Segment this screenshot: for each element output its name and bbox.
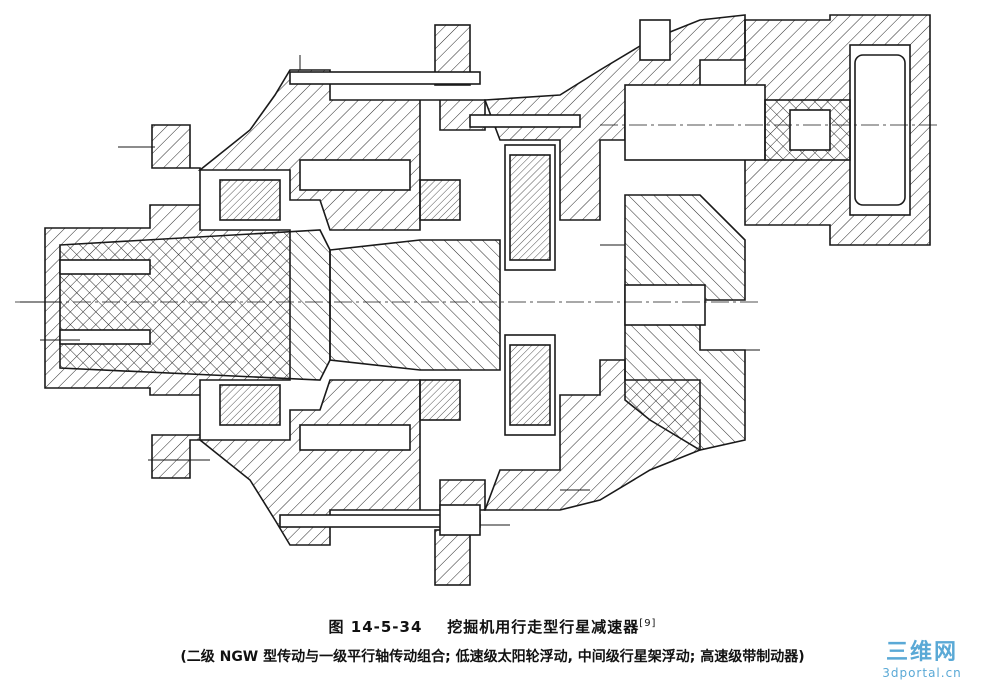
bottom-mount-tab <box>434 529 471 586</box>
bolt-right-top <box>639 19 671 61</box>
main-housing-upper <box>197 69 486 231</box>
planet-carrier <box>329 239 501 371</box>
input-shaft <box>624 84 766 161</box>
main-housing-lower <box>197 379 486 546</box>
brake-disc-pack <box>849 44 911 216</box>
planet-pin-lower <box>299 424 411 451</box>
bolt-top <box>289 71 481 85</box>
planet-pin-upper <box>299 159 411 191</box>
bearing-upper-left <box>219 179 281 221</box>
figure-reference: [9] <box>639 618 657 629</box>
watermark-url: 3dportal.cn <box>882 666 962 680</box>
watermark: 三维网 3dportal.cn <box>867 634 977 680</box>
bolt-left-upper <box>59 259 151 275</box>
figure-caption-title: 图 14-5-34 挖掘机用行走型行星减速器[9] <box>0 616 985 637</box>
figure-number: 图 14-5-34 <box>328 618 423 636</box>
watermark-logo: 三维网 <box>885 640 958 665</box>
gear-reducer-section-drawing <box>15 14 940 586</box>
bolt-mid-top <box>469 114 581 128</box>
sun-shaft <box>624 284 706 326</box>
bearing-lower-mid <box>419 379 461 421</box>
bolt-mid-bottom <box>439 504 481 536</box>
bearing-lower-left <box>219 384 281 426</box>
figure-caption-subtitle: (二级 NGW 型传动与一级平行轴传动组合; 低速级太阳轮浮动, 中间级行星架浮… <box>180 649 805 665</box>
output-shaft <box>59 229 331 381</box>
bearing-upper-mid <box>419 179 461 221</box>
figure-title: 挖掘机用行走型行星减速器 <box>447 618 640 636</box>
bolt-left-lower <box>59 329 151 345</box>
